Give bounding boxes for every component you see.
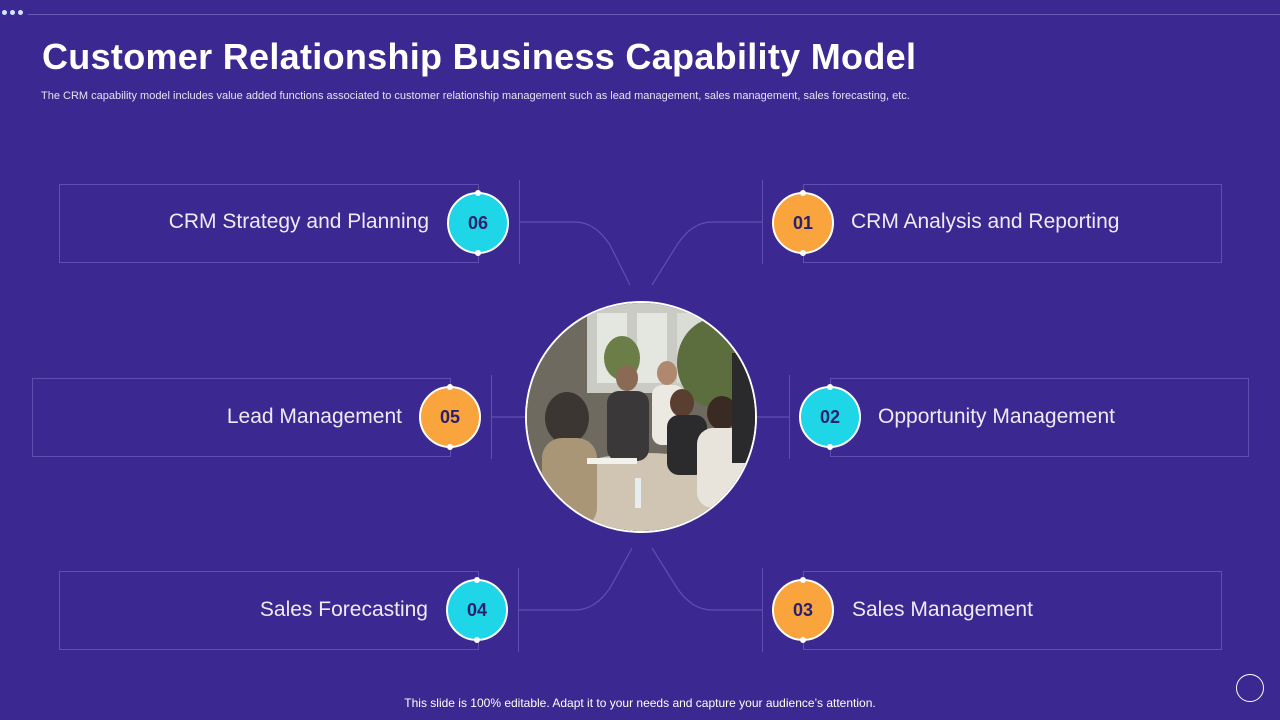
capability-label-01: CRM Analysis and Reporting: [851, 210, 1120, 233]
capability-label-03: Sales Management: [852, 598, 1033, 621]
capability-label-06: CRM Strategy and Planning: [168, 210, 429, 233]
capability-divider-04: [518, 568, 519, 652]
capability-divider-02: [789, 375, 790, 459]
capability-badge-06: 06: [447, 190, 509, 256]
capability-badge-04: 04: [446, 577, 508, 643]
capability-badge-05: 05: [419, 384, 481, 450]
capability-divider-06: [519, 180, 520, 264]
capability-badge-01: 01: [772, 190, 834, 256]
capability-divider-01: [762, 180, 763, 264]
page-subtitle: The CRM capability model includes value …: [41, 90, 910, 102]
corner-circle-icon: [1236, 674, 1264, 702]
team-meeting-photo: [525, 301, 757, 533]
capability-badge-03: 03: [772, 577, 834, 643]
capability-badge-02: 02: [799, 384, 861, 450]
page-title: Customer Relationship Business Capabilit…: [42, 36, 917, 77]
menu-dots-icon: [2, 10, 23, 15]
capability-divider-03: [762, 568, 763, 652]
capability-label-04: Sales Forecasting: [259, 598, 428, 621]
footer-note: This slide is 100% editable. Adapt it to…: [404, 696, 876, 710]
capability-label-05: Lead Management: [226, 405, 402, 428]
capability-label-02: Opportunity Management: [878, 405, 1115, 428]
capability-divider-05: [491, 375, 492, 459]
top-divider: [28, 14, 1280, 15]
